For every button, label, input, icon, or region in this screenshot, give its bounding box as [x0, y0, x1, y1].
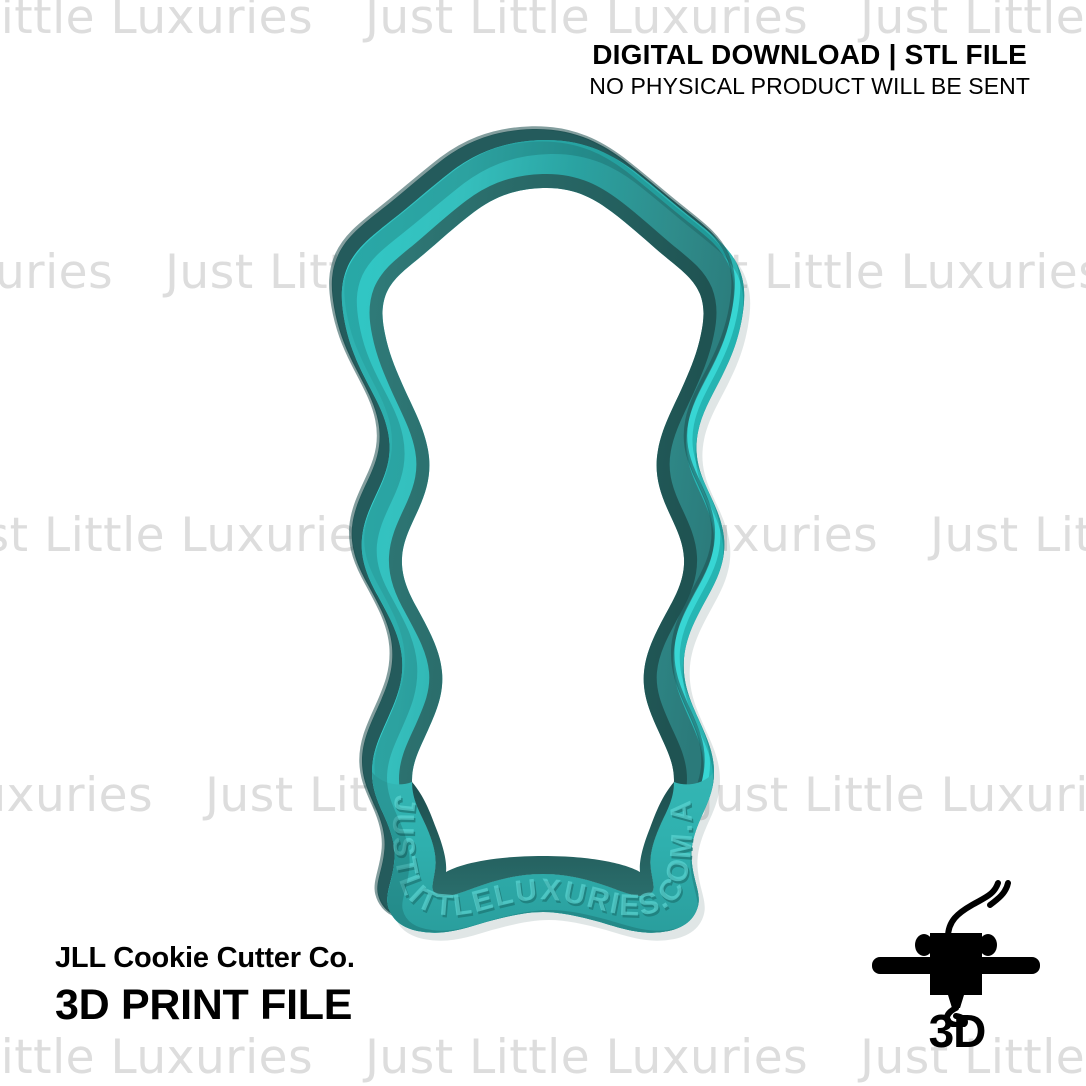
watermark-text: Just Little Luxuries [0, 1030, 314, 1085]
3d-printer-badge-label: 3D [928, 1005, 987, 1057]
3d-printer-extruder-icon [872, 880, 1040, 1027]
brand-product-type: 3D PRINT FILE [55, 981, 353, 1029]
brand-company-name: JLL Cookie Cutter Co. [55, 942, 355, 974]
cutter-band-body [341, 139, 745, 933]
cutter-specular-sheen [349, 146, 751, 939]
cutter-edge-line [329, 126, 735, 923]
svg-text:JUSTLITTLELUXURIES.COM.AU: JUSTLITTLELUXURIES.COM.AU [0, 0, 697, 923]
watermark-row: Just Little Luxuries Just Little Luxuries… [0, 245, 1086, 300]
embossed-url-shadow: JUSTLITTLELUXURIES.COM.AU [0, 0, 699, 925]
watermark-text: Just Little Luxuries [700, 768, 1086, 823]
svg-text:JUSTLITTLELUXURIES.COM.AU: JUSTLITTLELUXURIES.COM.AU [0, 0, 699, 925]
no-physical-product-subtitle: NO PHYSICAL PRODUCT WILL BE SENT [589, 73, 1030, 100]
watermark-row: Just Little Luxuries Just Little Luxuries… [0, 508, 1086, 563]
watermark-text: Just Little Luxuries [0, 245, 114, 300]
watermark-text: Just Little Luxuries [205, 768, 649, 823]
watermark-text: Just Little Luxuries [0, 508, 384, 563]
watermark-text: Just Little Luxuries [930, 508, 1086, 563]
watermark-text: Just Little Luxuries [660, 245, 1086, 300]
digital-download-notice: DIGITAL DOWNLOAD | STL FILE NO PHYSICAL … [589, 39, 1030, 100]
cutter-inner-wall [383, 187, 704, 895]
cutter-back-wall [331, 128, 735, 922]
cutter-interior-bottom-wall [412, 782, 674, 897]
digital-download-title: DIGITAL DOWNLOAD | STL FILE [592, 39, 1028, 70]
watermark-text: Just Little Luxuries [0, 768, 154, 823]
watermark-text: Just Little Luxuries [365, 1030, 809, 1085]
cutter-embossed-url: JUSTLITTLELUXURIES.COM.AU JUSTLITTLELUXU… [0, 0, 699, 925]
watermark-row: Just Little Luxuries Just Little Luxuries… [0, 768, 1086, 823]
watermark-text: Just Little Luxuries [165, 245, 609, 300]
embossed-url-highlight: JUSTLITTLELUXURIES.COM.AU [0, 0, 697, 923]
brand-block: JLL Cookie Cutter Co. 3D PRINT FILE [55, 942, 355, 1030]
watermark-text: Just Little Luxuries [435, 508, 879, 563]
cutter-bottom-face [372, 772, 714, 933]
cutter-rim-highlight [335, 132, 740, 928]
watermark-text: Just Little Luxuries [0, 0, 314, 45]
cutter-drop-shadow [347, 147, 751, 941]
3d-printer-badge: 3D [862, 877, 1052, 1062]
